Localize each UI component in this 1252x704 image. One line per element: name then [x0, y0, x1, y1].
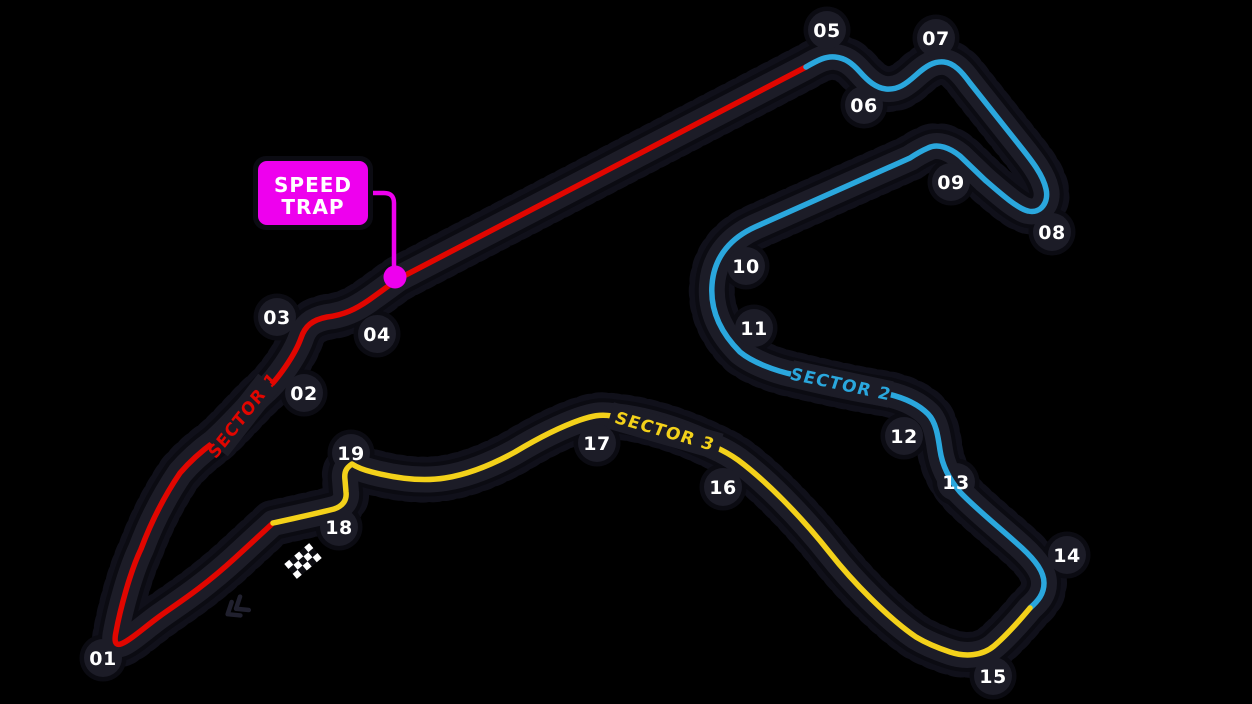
turn-badge-01: [84, 639, 122, 677]
speed-trap-connector: [365, 190, 397, 269]
turn-badge-07: [917, 19, 955, 57]
turn-number-10: 10: [732, 256, 759, 278]
sector-gap-2: [788, 360, 894, 408]
finish-flag-cell: [307, 557, 317, 567]
turn-badge-17: [578, 424, 616, 462]
turn-badge-02: [285, 374, 323, 412]
turn-badge-03: [258, 298, 296, 336]
turn-number-05: 05: [813, 20, 840, 42]
turn-number-12: 12: [890, 426, 917, 448]
turn-badge-14: [1048, 536, 1086, 574]
finish-flag-cell: [303, 552, 313, 562]
turn-badge-halos: [79, 6, 1091, 700]
finish-flag-cell: [302, 561, 312, 571]
sector-gap-3: [606, 402, 724, 460]
turn-number-18: 18: [325, 517, 352, 539]
turn-badge-12: [885, 417, 923, 455]
turn-badge-15: [974, 657, 1012, 695]
finish-flag-cell: [304, 543, 314, 553]
turn-badge-08: [1033, 213, 1071, 251]
turn-number-14: 14: [1053, 545, 1080, 567]
direction-arrow-icon: [225, 594, 252, 618]
turn-badge-04: [358, 315, 396, 353]
finish-flag-cell: [297, 565, 307, 575]
sector-3-path: [270, 412, 1033, 658]
sector-label-gaps: [206, 360, 894, 460]
turn-number-03: 03: [263, 307, 290, 329]
turn-number-08: 08: [1038, 222, 1065, 244]
finish-flag-cell: [299, 547, 309, 557]
turn-badge-10: [727, 247, 765, 285]
turn-number-19: 19: [337, 443, 364, 465]
turn-badge-11: [735, 309, 773, 347]
finish-flag-cell: [284, 559, 294, 569]
turn-badges: [84, 11, 1086, 695]
finish-line-icon: [284, 543, 322, 579]
finish-flag-cell: [292, 569, 302, 579]
turn-number-16: 16: [709, 477, 736, 499]
sector-2-path: [709, 54, 1050, 611]
turn-number-06: 06: [850, 95, 877, 117]
finish-flag-cell: [293, 560, 303, 570]
finish-flag-cell: [312, 553, 322, 563]
finish-flag-cell: [289, 555, 299, 565]
finish-flag-cell: [288, 564, 298, 574]
turn-number-15: 15: [979, 666, 1006, 688]
speed-trap-box: [258, 161, 368, 225]
turn-badge-19: [332, 434, 370, 472]
turn-badge-06: [845, 86, 883, 124]
sector-1-path: [112, 64, 809, 648]
turn-number-07: 07: [922, 28, 949, 50]
speed-trap-dot: [383, 265, 407, 289]
turn-number-04: 04: [363, 324, 390, 346]
finish-flag-cell: [294, 551, 304, 561]
turn-badge-05: [808, 11, 846, 49]
turn-badge-09: [932, 163, 970, 201]
turn-number-01: 01: [89, 648, 116, 670]
turn-number-17: 17: [583, 433, 610, 455]
turn-number-11: 11: [740, 318, 767, 340]
turn-badge-16: [704, 468, 742, 506]
turn-badge-18: [320, 508, 358, 546]
turn-numbers: 01 02 03 04 05 06 07 08 09 10 11 12 13 14 15 16 17 18 19: [89, 20, 1080, 688]
finish-flag-cell: [298, 556, 308, 566]
sector-gap-1: [206, 373, 280, 457]
turn-number-02: 02: [290, 383, 317, 405]
turn-number-09: 09: [937, 172, 964, 194]
finish-flag-cell: [308, 548, 318, 558]
turn-number-13: 13: [942, 472, 969, 494]
